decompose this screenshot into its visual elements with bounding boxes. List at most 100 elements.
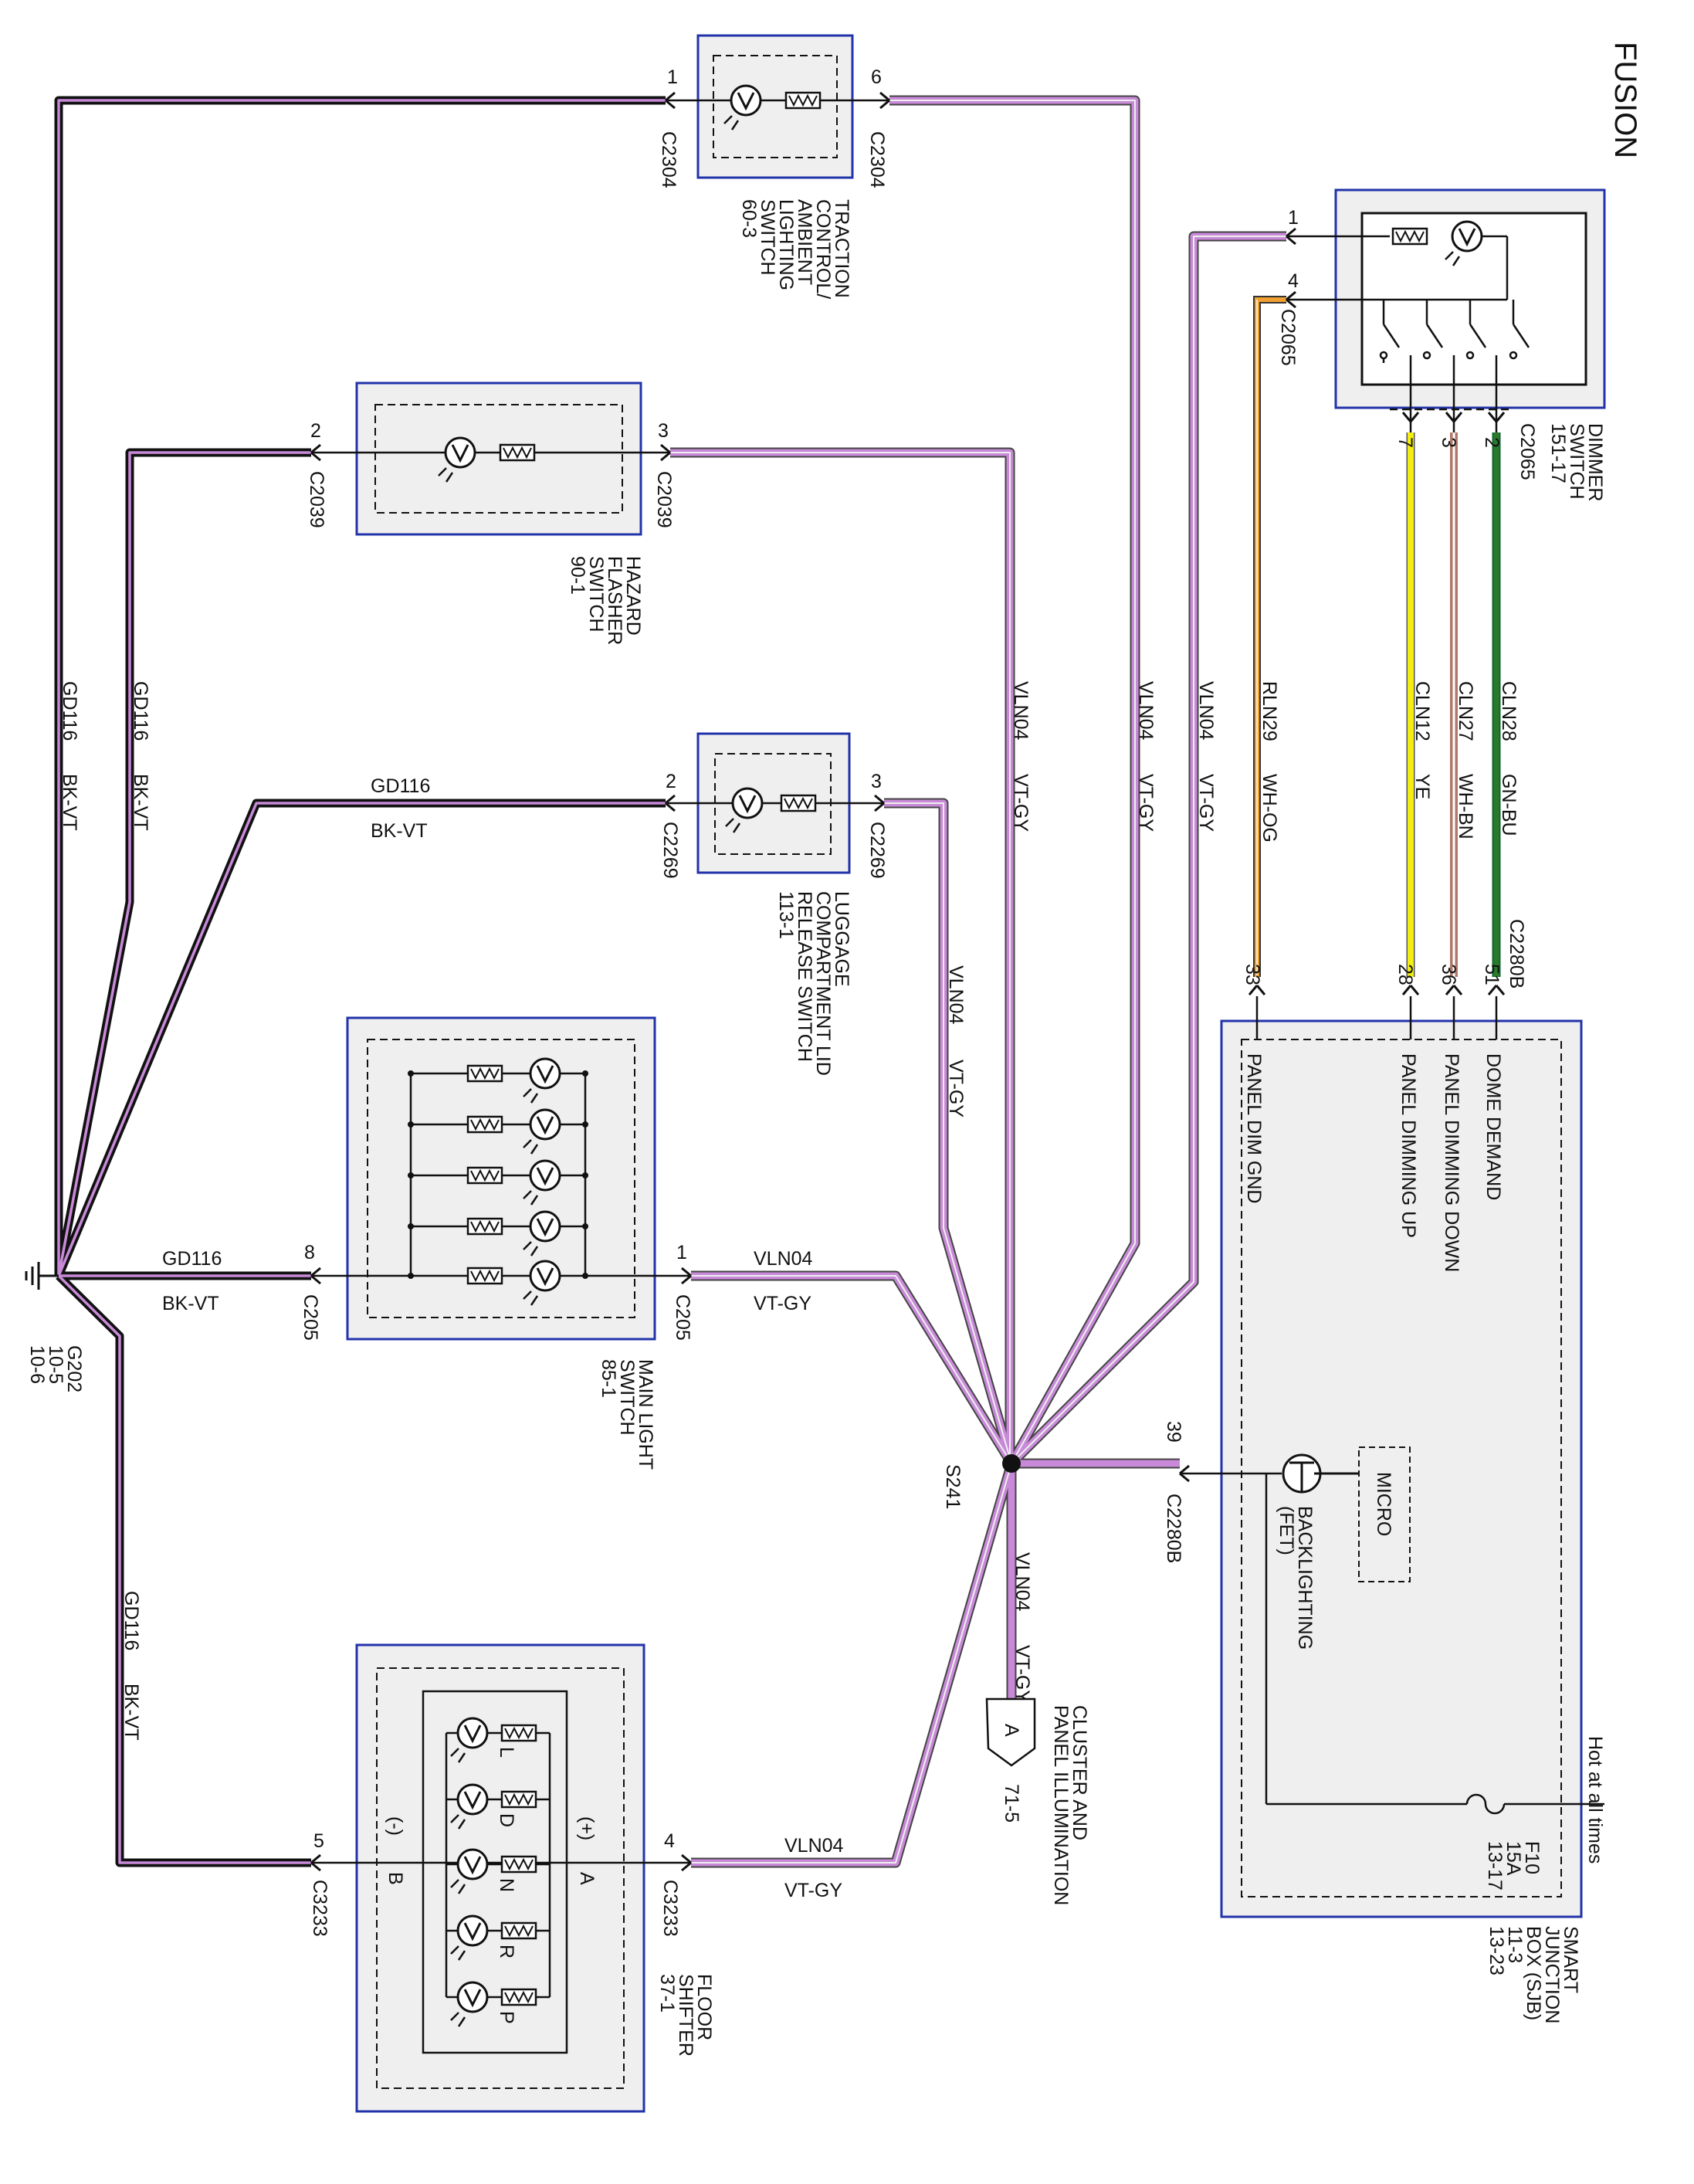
resistor-icon bbox=[1391, 227, 1428, 246]
switch-contacts bbox=[1379, 300, 1530, 432]
svg-text:90-1: 90-1 bbox=[567, 556, 588, 595]
wire-label: WH-BN bbox=[1455, 774, 1476, 839]
svg-text:MAIN LIGHT: MAIN LIGHT bbox=[635, 1359, 656, 1470]
dimmer-switch: 1 4 C2065 7 3 2 C2065 DIMMER SWITCH 151-… bbox=[1277, 188, 1606, 501]
resistor-icon bbox=[500, 1724, 537, 1742]
dimmer-sjb-wires bbox=[1253, 296, 1501, 977]
traction-control-switch: 1 6 C2304 C2304 TRACTION CONTROL/ AMBIEN… bbox=[658, 34, 891, 299]
wire-label: VLN04 bbox=[1011, 1552, 1033, 1612]
svg-text:SWITCH: SWITCH bbox=[585, 556, 607, 632]
resistor-icon bbox=[500, 1988, 537, 2006]
svg-text:COMPARTMENT LID: COMPARTMENT LID bbox=[812, 891, 834, 1076]
pin-label: 5 bbox=[313, 1830, 324, 1852]
pin-label: 4 bbox=[1288, 270, 1299, 292]
svg-text:F10: F10 bbox=[1521, 1841, 1543, 1874]
pin-label: 1 bbox=[676, 1242, 687, 1263]
wire-label: VLN04 bbox=[1010, 681, 1032, 741]
wire-label: BK-VT bbox=[371, 820, 428, 842]
ground-g202: G202 10-5 10-6 bbox=[25, 1262, 85, 1392]
component-name: MAIN LIGHT SWITCH 85-1 bbox=[598, 1359, 656, 1470]
svg-text:RELEASE SWITCH: RELEASE SWITCH bbox=[794, 891, 815, 1062]
resistor-icon bbox=[466, 1064, 503, 1083]
svg-text:SWITCH: SWITCH bbox=[616, 1359, 638, 1436]
wire-label: YE bbox=[1411, 774, 1433, 799]
component-name: LUGGAGE COMPARTMENT LID RELEASE SWITCH 1… bbox=[775, 891, 852, 1076]
wire-label: CLN28 bbox=[1498, 681, 1520, 741]
svg-text:G202: G202 bbox=[63, 1345, 85, 1392]
svg-text:PANEL DIMMING DOWN: PANEL DIMMING DOWN bbox=[1441, 1053, 1462, 1272]
connector-label: C3233 bbox=[309, 1880, 330, 1937]
backlighting-label: BACKLIGHTING (FET) bbox=[1276, 1506, 1316, 1650]
hot-at-all-times-label: Hot at all times bbox=[1584, 1736, 1606, 1864]
connector-label: C2269 bbox=[659, 822, 681, 879]
resistor-icon bbox=[466, 1217, 503, 1236]
svg-text:HAZARD: HAZARD bbox=[622, 556, 644, 636]
wire-label: VT-GY bbox=[1011, 1645, 1033, 1703]
svg-text:LIGHTING: LIGHTING bbox=[775, 199, 797, 290]
main-light-switch: 8 1 C205 C205 MAIN LIGHT SWITCH 85-1 bbox=[300, 1016, 693, 1470]
wire-label: VLN04 bbox=[784, 1835, 844, 1857]
micro-label: MICRO bbox=[1373, 1472, 1394, 1536]
svg-text:JUNCTION: JUNCTION bbox=[1541, 1926, 1563, 2023]
connector-label: C2039 bbox=[306, 471, 327, 528]
wire-label: VT-GY bbox=[945, 1060, 967, 1117]
gear-label: N bbox=[496, 1878, 517, 1892]
wire-label: VLN04 bbox=[1135, 681, 1157, 741]
pin-label: 1 bbox=[1288, 207, 1299, 229]
component-name: FLOOR SHIFTER 37-1 bbox=[656, 1974, 715, 2057]
sjb-signal-labels: PANEL DIM GND PANEL DIMMING UP PANEL DIM… bbox=[1243, 1053, 1504, 1272]
svg-text:BOX (SJB): BOX (SJB) bbox=[1523, 1926, 1544, 2020]
wire-label: VT-GY bbox=[1135, 774, 1157, 832]
resistor-icon bbox=[466, 1166, 503, 1185]
pin-label: 3 bbox=[658, 420, 669, 442]
terminal-label: A bbox=[576, 1872, 598, 1885]
vln04-wires bbox=[670, 95, 1286, 1868]
connector-label: C2304 bbox=[658, 131, 679, 188]
connector-label: C2280B bbox=[1163, 1494, 1184, 1563]
wire-label: GD116 bbox=[162, 1248, 222, 1270]
svg-text:CLUSTER AND: CLUSTER AND bbox=[1069, 1705, 1090, 1840]
pin-label: 51 bbox=[1481, 964, 1503, 985]
resistor-icon bbox=[466, 1267, 503, 1285]
svg-text:PANEL DIM GND: PANEL DIM GND bbox=[1243, 1053, 1265, 1203]
svg-text:SWITCH: SWITCH bbox=[1566, 423, 1587, 500]
gear-label: P bbox=[496, 2011, 517, 2024]
resistor-icon bbox=[499, 443, 536, 462]
svg-text:PANEL DIMMING UP: PANEL DIMMING UP bbox=[1398, 1053, 1419, 1238]
wire-label: GD116 bbox=[59, 681, 80, 741]
svg-text:(FET): (FET) bbox=[1276, 1506, 1297, 1555]
wire-label: VLN04 bbox=[1195, 681, 1217, 741]
ground-icon bbox=[25, 1262, 59, 1290]
svg-text:60-3: 60-3 bbox=[738, 199, 760, 238]
pin-label: 6 bbox=[871, 66, 882, 88]
cluster-ref: 71-5 bbox=[1001, 1784, 1022, 1823]
micro-box bbox=[1358, 1446, 1411, 1582]
fuse-label: F10 15A 13-17 bbox=[1484, 1841, 1543, 1891]
connector-label: C2280B bbox=[1506, 919, 1527, 989]
connector-label: C3233 bbox=[659, 1880, 681, 1937]
wire-label: GN-BU bbox=[1498, 774, 1520, 836]
wire-label: VLN04 bbox=[945, 965, 967, 1025]
ground-label: G202 10-5 10-6 bbox=[26, 1345, 85, 1392]
connector-label: C2039 bbox=[653, 471, 675, 528]
svg-text:15A: 15A bbox=[1503, 1841, 1524, 1876]
svg-text:BACKLIGHTING: BACKLIGHTING bbox=[1294, 1506, 1316, 1650]
resistor-icon bbox=[500, 1921, 537, 1940]
component-name: DIMMER SWITCH 151-17 bbox=[1547, 423, 1606, 501]
wire-label: CLN27 bbox=[1455, 681, 1476, 741]
svg-text:10-6: 10-6 bbox=[26, 1345, 48, 1384]
svg-text:LUGGAGE: LUGGAGE bbox=[831, 891, 852, 987]
wire-label: GD116 bbox=[120, 1591, 142, 1650]
svg-text:SMART: SMART bbox=[1560, 1926, 1581, 1993]
gear-label: L bbox=[496, 1747, 517, 1758]
svg-text:11-3: 11-3 bbox=[1504, 1926, 1526, 1963]
svg-text:FLASHER: FLASHER bbox=[604, 556, 625, 645]
pin-label: 3 bbox=[871, 771, 882, 792]
pin-label: 4 bbox=[664, 1830, 675, 1852]
pin-label: 1 bbox=[667, 66, 678, 88]
svg-text:AMBIENT: AMBIENT bbox=[794, 199, 815, 285]
pin-label: 2 bbox=[666, 771, 676, 792]
cluster-name: CLUSTER AND PANEL ILLUMINATION bbox=[1050, 1705, 1090, 1905]
svg-text:SHIFTER: SHIFTER bbox=[675, 1974, 696, 2057]
pin-label: 39 bbox=[1163, 1421, 1184, 1443]
